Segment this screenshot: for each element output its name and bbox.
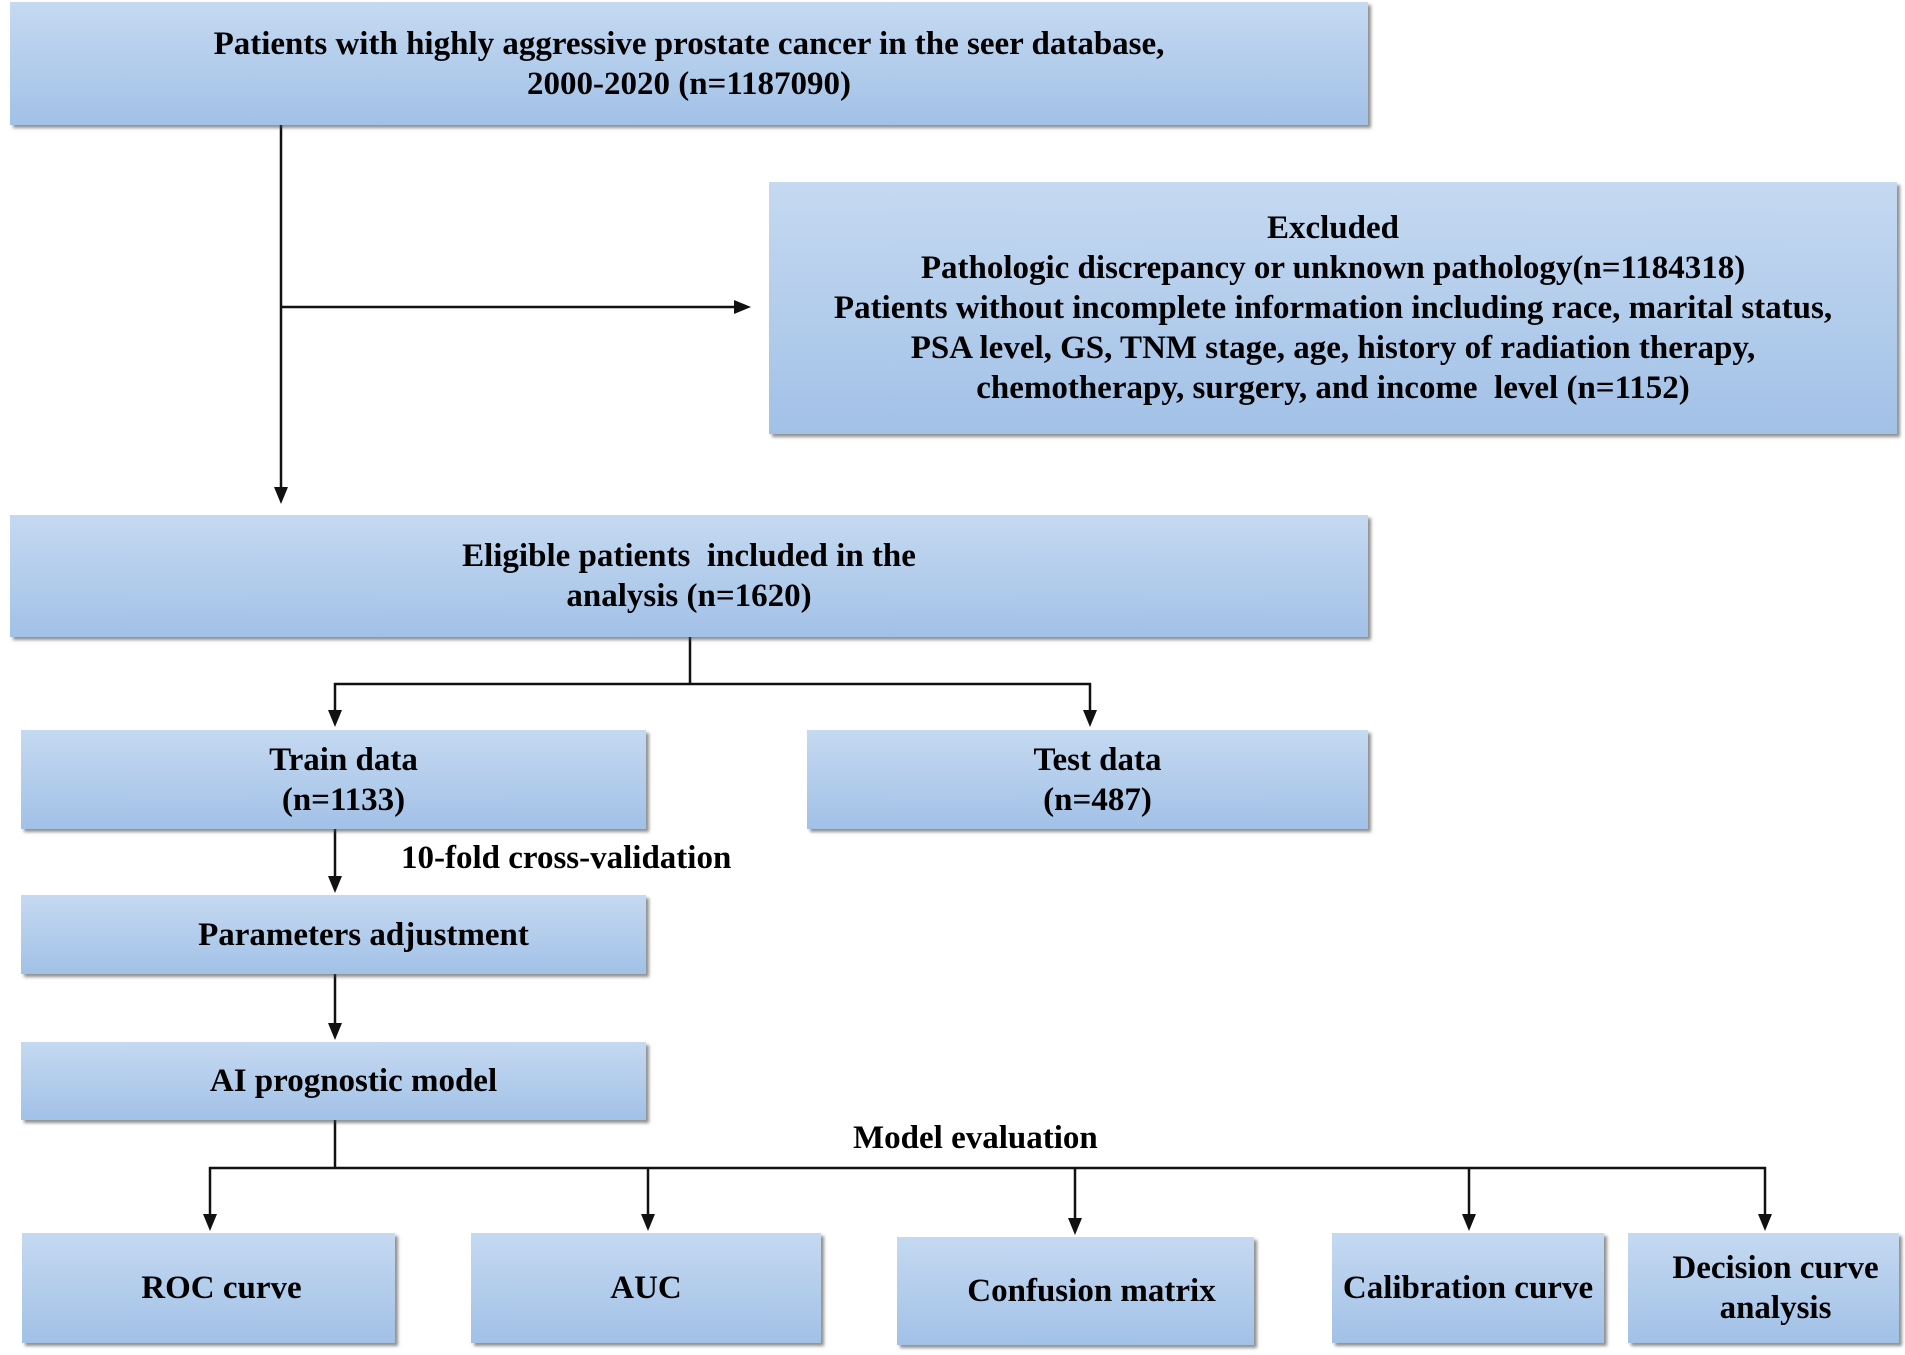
eligible-patients-text: analysis (n=1620)	[566, 578, 812, 614]
source-population-text: Patients with highly aggressive prostate…	[213, 25, 1165, 62]
arrow-to-roc-curve	[203, 1167, 217, 1231]
confusion-matrix-label: Confusion matrix	[967, 1273, 1216, 1309]
exclusion-criterion: PSA level, GS, TNM stage, age, history o…	[910, 330, 1756, 366]
parameters-adjustment-box: Parameters adjustment	[21, 895, 646, 974]
decision-curve-analysis-box: Decision curve analysis	[1628, 1233, 1899, 1343]
test-data-box: Test data (n=487)	[807, 730, 1368, 829]
arrow-head	[274, 487, 288, 504]
calibration-curve-label: Calibration curve	[1342, 1270, 1594, 1306]
eligible-patients-text: Eligible patients included in the	[462, 538, 916, 574]
source-population-box: Patients with highly aggressive prostate…	[10, 2, 1368, 125]
exclusion-criterion: Pathologic discrepancy or unknown pathol…	[920, 250, 1746, 286]
arrow-head	[328, 1023, 342, 1040]
arrow-to-decision-curve	[1758, 1167, 1772, 1231]
parameters-adjustment-label: Parameters adjustment	[198, 916, 529, 953]
exclusion-criterion: chemotherapy, surgery, and income level …	[976, 370, 1690, 406]
roc-curve-box: ROC curve	[22, 1233, 395, 1343]
arrow-to-confusion-matrix	[1068, 1167, 1082, 1235]
exclusion-title: Excluded	[1266, 210, 1400, 246]
model-evaluation-label: Model evaluation	[853, 1120, 1098, 1156]
roc-curve-label: ROC curve	[141, 1270, 302, 1306]
arrow-head	[1083, 710, 1097, 727]
cross-validation-label: 10-fold cross-validation	[401, 840, 732, 876]
arrow-head	[641, 1214, 655, 1231]
arrow-to-test	[1083, 683, 1097, 727]
arrow-head	[328, 876, 342, 893]
arrow-head	[203, 1214, 217, 1231]
arrow-head	[1758, 1214, 1772, 1231]
ai-prognostic-model-label: AI prognostic model	[209, 1063, 498, 1099]
confusion-matrix-box: Confusion matrix	[897, 1237, 1254, 1345]
arrow-source-to-eligible	[274, 125, 288, 504]
decision-curve-analysis-label: analysis	[1719, 1290, 1832, 1326]
test-data-count: (n=487)	[1043, 781, 1152, 818]
arrow-parameters-to-model	[328, 974, 342, 1040]
auc-label: AUC	[610, 1270, 682, 1306]
eligible-patients-box: Eligible patients included in the analys…	[10, 515, 1368, 637]
arrow-to-auc	[641, 1167, 655, 1231]
arrow-train-to-parameters	[328, 829, 342, 893]
source-population-text: 2000-2020 (n=1187090)	[526, 65, 852, 102]
exclusion-criterion: Patients without incomplete information …	[833, 290, 1833, 326]
arrow-head	[734, 300, 751, 314]
arrow-to-calibration-curve	[1462, 1167, 1476, 1231]
decision-curve-analysis-label: Decision curve	[1672, 1250, 1879, 1286]
train-data-box: Train data (n=1133)	[21, 730, 646, 829]
auc-box: AUC	[471, 1233, 821, 1343]
arrow-to-excluded	[281, 300, 751, 314]
train-data-count: (n=1133)	[281, 781, 406, 818]
calibration-curve-box: Calibration curve	[1332, 1233, 1604, 1343]
ai-prognostic-model-box: AI prognostic model	[21, 1042, 646, 1120]
arrow-to-train	[328, 683, 342, 727]
arrow-head	[328, 710, 342, 727]
arrow-head	[1068, 1218, 1082, 1235]
train-data-label: Train data	[269, 741, 418, 778]
arrow-head	[1462, 1214, 1476, 1231]
exclusion-criteria-box: Excluded Pathologic discrepancy or unkno…	[769, 182, 1897, 434]
test-data-label: Test data	[1033, 741, 1162, 778]
